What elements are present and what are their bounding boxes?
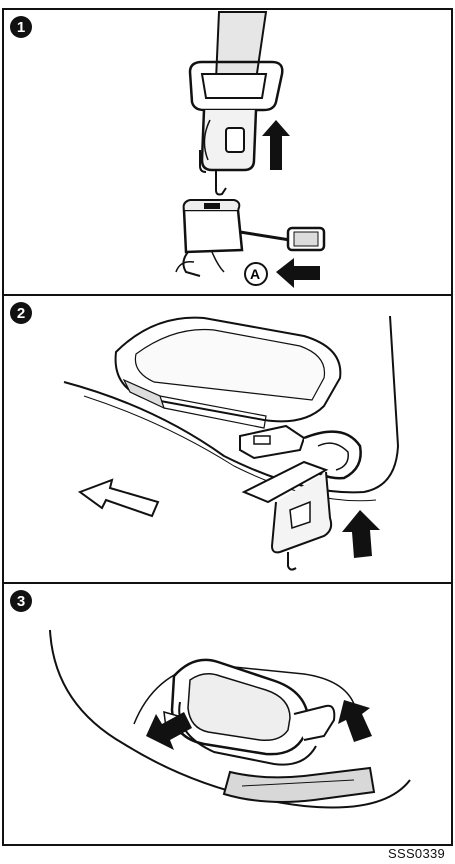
figure-code: SSS0339 bbox=[388, 846, 445, 861]
child-seat-shell bbox=[116, 318, 341, 428]
up-arrow bbox=[338, 700, 372, 742]
belt-webbing-routing bbox=[224, 768, 374, 802]
up-arrow bbox=[342, 510, 380, 558]
direction-arrow-outline bbox=[80, 480, 158, 516]
locking-clip bbox=[164, 660, 334, 765]
release-key bbox=[240, 228, 324, 250]
left-arrow bbox=[276, 258, 320, 288]
step-panel-3: 3 bbox=[2, 582, 453, 846]
latch-assembly bbox=[240, 426, 361, 570]
step-2-illustration bbox=[4, 296, 451, 582]
up-arrow bbox=[262, 120, 290, 170]
belt-tongue-plate bbox=[190, 62, 282, 195]
child-seat-buckle bbox=[176, 200, 242, 276]
step-panel-2: 2 bbox=[2, 294, 453, 584]
seat-belt-webbing bbox=[216, 12, 266, 80]
step-panel-1: 1 A bbox=[2, 8, 453, 296]
step-1-illustration: A bbox=[4, 10, 451, 294]
step-3-illustration bbox=[4, 584, 451, 844]
callout-label-a: A bbox=[250, 266, 260, 282]
